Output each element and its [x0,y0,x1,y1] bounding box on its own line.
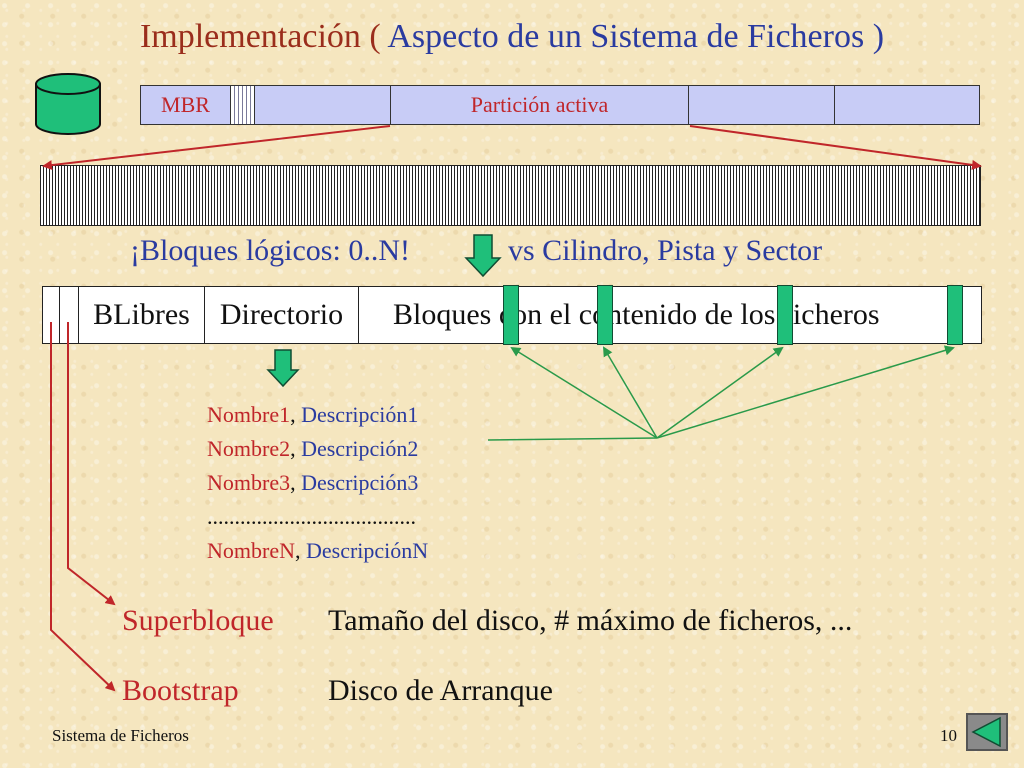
bootstrap-definition: Disco de Arranque [328,674,553,707]
superblock-leader [67,322,116,606]
pointer-arrow-2 [602,346,658,439]
directory-entry: Nombre1, Descripción1 [207,402,419,427]
bootstrap-leader [50,322,116,692]
pointer-arrow-4 [656,345,955,439]
logical-blocks-label: ¡Bloques lógicos: 0..N! [130,234,410,267]
logical-blocks-bar [40,165,981,226]
directory-entry: Nombre3, Descripción3 [207,470,419,495]
directory-entry: Nombre2, Descripción2 [207,436,419,461]
bootstrap-term: Bootstrap [122,674,239,707]
directory-entry-ellipsis: ...................................... [207,504,416,529]
pointer-arrow-1 [510,346,658,439]
directory-cell: Directorio [205,287,359,343]
footer-title: Sistema de Ficheros [52,726,189,745]
back-arrow-icon [971,716,1001,748]
superblock-cell [60,287,79,343]
file-block-3 [777,285,793,345]
down-arrow-icon [464,234,502,278]
boot-stripes [231,86,255,124]
active-partition-label: Partición activa [470,92,609,117]
active-partition-cell: Partición activa [391,86,689,124]
directory-entry: NombreN, DescripciónN [207,538,429,563]
file-data-cell: Bloques con el contenido de los ficheros [359,287,981,343]
page-number: 10 [940,726,957,745]
vs-geometry-label: vs Cilindro, Pista y Sector [508,234,823,267]
superblock-term: Superbloque [122,604,274,637]
disk-icon [35,73,101,135]
filesystem-layout-bar: BLibres Directorio Bloques con el conten… [42,285,982,345]
free-blocks-cell: BLibres [79,287,205,343]
partition-bar: MBR Partición activa [140,85,980,125]
superblock-definition: Tamaño del disco, # máximo de ficheros, … [328,604,853,637]
pointer-arrow-3 [656,346,784,439]
slide-title: Implementación ( Aspecto de un Sistema d… [0,18,1024,56]
partition-cell-3 [689,86,835,124]
bootstrap-cell [43,287,60,343]
partition-cell-1 [255,86,391,124]
mbr-cell: MBR [141,86,231,124]
title-part-1: Implementación ( [139,18,388,55]
directory-label: Directorio [219,298,344,331]
down-arrow-icon-directory [266,349,300,388]
zoom-arrow-right [689,125,982,170]
file-block-4 [947,285,963,345]
file-data-label: Bloques con el contenido de los ficheros [393,298,880,331]
free-blocks-label: BLibres [93,298,190,331]
title-part-2: Aspecto de un Sistema de Ficheros ) [387,18,885,55]
file-block-1 [503,285,519,345]
mbr-label: MBR [161,92,210,117]
partition-cell-4 [835,86,979,124]
directory-entries: Nombre1, Descripción1 Nombre2, Descripci… [207,398,428,568]
back-button[interactable] [966,713,1008,751]
file-block-2 [597,285,613,345]
pointer-line [487,437,658,441]
